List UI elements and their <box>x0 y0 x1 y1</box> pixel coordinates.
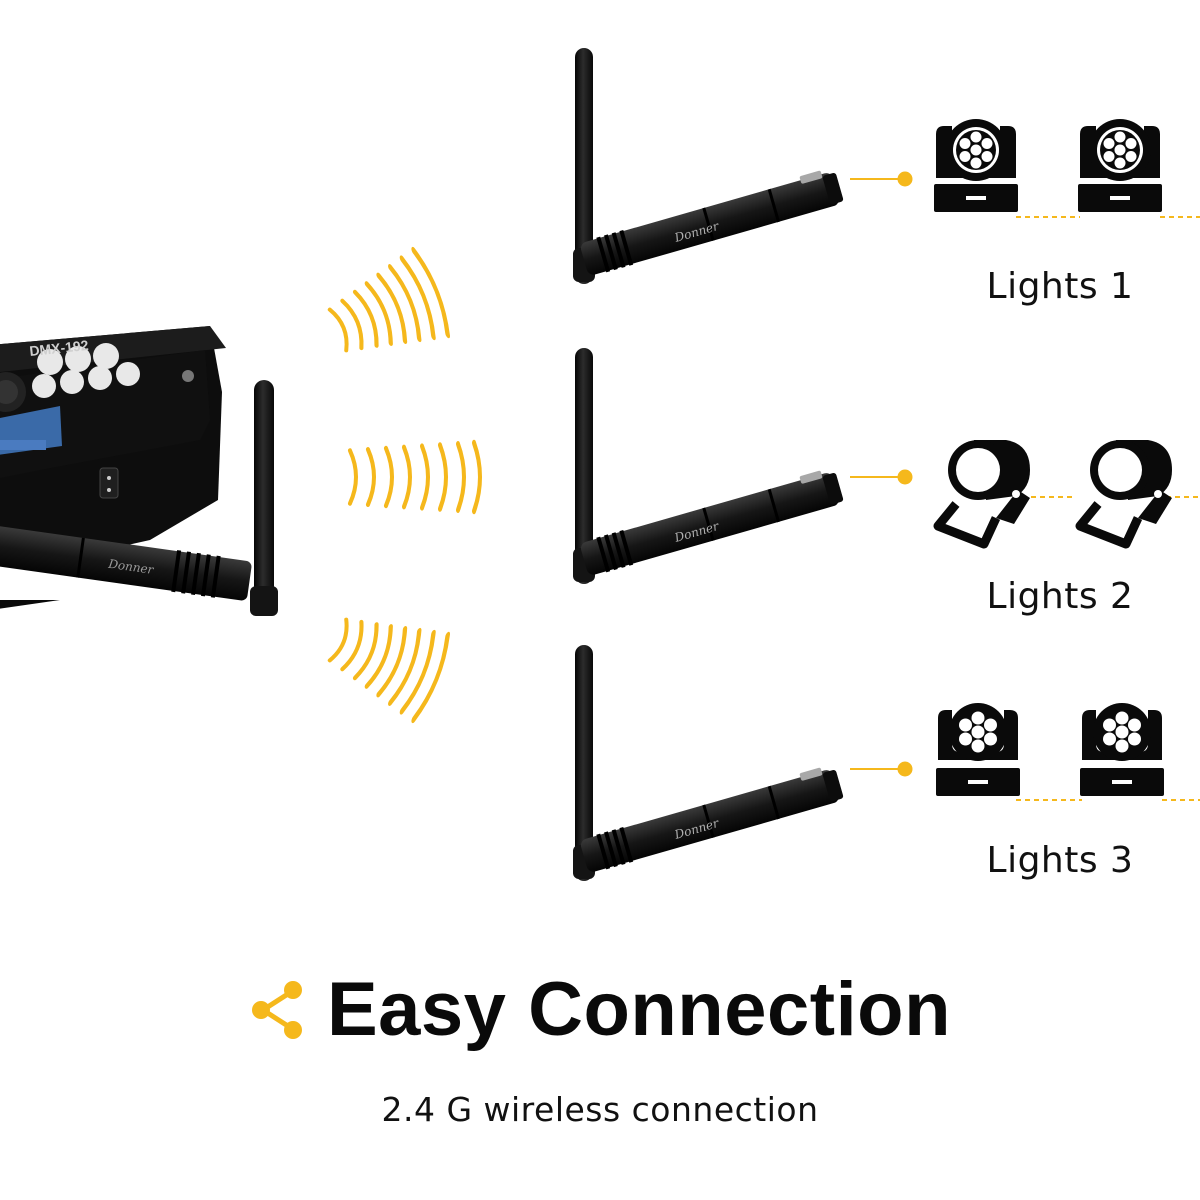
light-group-1-fixtures <box>934 119 1162 212</box>
connection-lines <box>850 171 1200 801</box>
transmitter-logo: Donner <box>107 557 156 577</box>
moving-head-wash-icon <box>936 703 1020 796</box>
moving-head-wash-icon <box>1080 703 1164 796</box>
headline-text: Easy Connection <box>326 967 952 1052</box>
par-can-icon <box>938 440 1030 544</box>
moving-head-spot-icon <box>934 119 1018 212</box>
wireless-waves <box>327 248 480 721</box>
light-group-2-fixtures <box>938 440 1172 544</box>
subtitle: 2.4 G wireless connection <box>381 1090 819 1129</box>
moving-head-spot-icon <box>1078 119 1162 212</box>
receiver-2: Donner <box>573 348 845 584</box>
headline: Easy Connection <box>0 966 1200 1053</box>
receiver-1: Donner <box>573 48 845 284</box>
light-group-3-label: Lights 3 <box>986 840 1134 881</box>
light-group-2-label: Lights 2 <box>986 576 1134 617</box>
dmx-controller: DMX-192 <box>0 326 226 609</box>
receiver-3: Donner <box>573 645 845 881</box>
transmitter: Donner <box>0 380 278 616</box>
light-group-1-label: Lights 1 <box>986 266 1134 307</box>
light-group-3-fixtures <box>936 703 1164 796</box>
share-icon <box>251 980 302 1039</box>
par-can-icon <box>1080 440 1172 544</box>
controller-brand-text: DMX-192 <box>29 337 90 359</box>
